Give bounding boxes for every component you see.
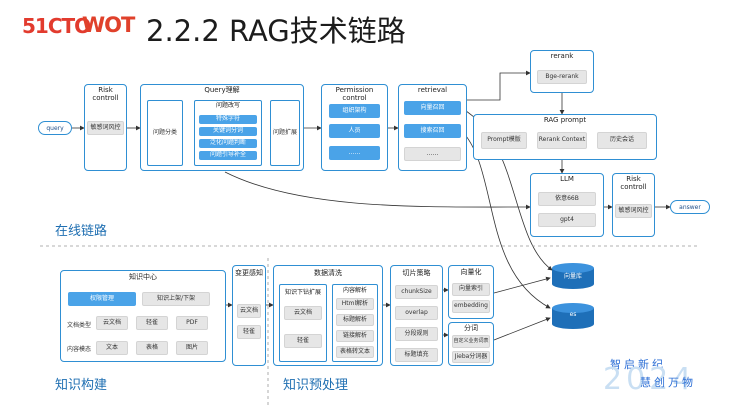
chunking-item-size: chunkSize xyxy=(395,285,438,299)
section-online: 在线链路 xyxy=(55,224,108,239)
content-parse-title: 内容解析 xyxy=(342,287,367,294)
doc-type-label: 文档类型 xyxy=(67,322,92,329)
doc-type-yuque: 轻雀 xyxy=(136,316,168,330)
vector-db-icon xyxy=(552,263,594,289)
drill-expand-box xyxy=(279,284,327,362)
risk-control-title: Risk controll xyxy=(92,86,119,102)
query-pill: query xyxy=(38,121,72,135)
logo-51cto: 51CTO xyxy=(22,14,91,38)
permission-item-org: 组织架构 xyxy=(329,104,380,118)
chunking-item-rules: 分段规则 xyxy=(395,327,438,341)
retrieval-item-search: 搜索召回 xyxy=(404,124,461,138)
retrieval-item-more: …… xyxy=(404,147,461,161)
question-classify: 问题分类 xyxy=(147,100,183,166)
data-cleaning-title: 数据清洗 xyxy=(314,269,342,277)
rewrite-item-keyword-seg: 关键词分词 xyxy=(199,127,257,136)
rerank-item: Bge-rerank xyxy=(537,70,587,84)
retrieval-item-vector: 向量召回 xyxy=(404,101,461,115)
sensitive-word-item: 敏感词风控 xyxy=(87,121,124,135)
content-type-table: 表格 xyxy=(136,341,168,355)
drill-expand-title: 知识下钻扩展 xyxy=(284,289,321,296)
question-rewrite-title: 问题改写 xyxy=(215,102,240,109)
llm-title: LLM xyxy=(560,175,574,183)
logo-wot: WOT xyxy=(82,13,135,37)
change-item-cloud: 云文档 xyxy=(237,304,261,318)
vectorize-item-index: 向量索引 xyxy=(452,283,490,296)
parse-item-link: 链接解析 xyxy=(336,330,374,342)
risk-control-output-title: Risk controll xyxy=(620,175,647,191)
doc-type-pdf: PDF xyxy=(176,316,208,330)
parse-item-table: 表格转文本 xyxy=(336,346,374,358)
section-preprocess: 知识预处理 xyxy=(283,378,349,393)
section-kb-build: 知识构建 xyxy=(55,378,108,393)
vectorize-item-embedding: embedding xyxy=(452,300,490,313)
permission-item-more: …… xyxy=(329,146,380,160)
question-expand: 问题扩展 xyxy=(270,100,300,166)
es-db-label: es xyxy=(569,311,577,318)
parse-item-html: Html解析 xyxy=(336,298,374,310)
tokenize-title: 分词 xyxy=(464,324,478,332)
header: 51CTO WOT 2.2.2 RAG技术链路 xyxy=(0,0,740,52)
chunking-title: 切片策略 xyxy=(402,269,431,277)
knowledge-center-title: 知识中心 xyxy=(129,273,157,281)
rewrite-item-guide-complete: 问题引导补全 xyxy=(199,151,257,160)
chunking-item-overlap: overlap xyxy=(395,306,438,320)
vectorize-title: 向量化 xyxy=(460,268,482,276)
permission-control-title: Permission control xyxy=(335,86,374,102)
brand-year: 2024 xyxy=(603,362,696,397)
query-understanding-title: Query理解 xyxy=(204,86,240,94)
permission-item-people: 人员 xyxy=(329,124,380,138)
tokenize-item-jieba: Jieba分词器 xyxy=(452,351,490,363)
content-type-image: 图片 xyxy=(176,341,208,355)
drill-item-cloud: 云文档 xyxy=(284,306,322,320)
page-title: 2.2.2 RAG技术链路 xyxy=(146,14,406,48)
drill-item-yuque: 轻雀 xyxy=(284,334,322,348)
brand-line-1: 智启新纪 xyxy=(610,358,666,371)
rewrite-item-generalize: 泛化问题判断 xyxy=(199,139,257,148)
llm-item-gpt4: gpt4 xyxy=(538,213,596,227)
risk-control-output-item: 敏感词风控 xyxy=(615,204,652,218)
rag-prompt-history: 历史会话 xyxy=(597,132,647,149)
chunking-item-title-fill: 标题填充 xyxy=(395,348,438,362)
content-modality-label: 内容模态 xyxy=(67,346,92,353)
retrieval-title: retrieval xyxy=(417,86,448,94)
tokenize-item-dict: 自定义业务词表 xyxy=(452,335,490,348)
parse-item-title: 标题解析 xyxy=(336,314,374,326)
brand-line-2: 慧创万物 xyxy=(640,376,696,389)
change-item-yuque: 轻雀 xyxy=(237,325,261,339)
rag-prompt-title: RAG prompt xyxy=(543,116,587,124)
vector-db-label: 向量库 xyxy=(563,273,582,280)
knowledge-upload-button[interactable]: 知识上架/下架 xyxy=(142,292,210,306)
rag-prompt-rerank-context: Rerank Context xyxy=(537,132,587,149)
rewrite-item-special-chars: 特殊字符 xyxy=(199,115,257,124)
rerank-title: rerank xyxy=(550,52,574,60)
llm-item-66b: 依意66B xyxy=(538,192,596,206)
change-detect-title: 变更感知 xyxy=(235,269,263,277)
permission-manage-button[interactable]: 权限管理 xyxy=(68,292,136,306)
es-db-icon xyxy=(552,303,594,329)
content-type-text: 文本 xyxy=(96,341,128,355)
answer-pill: answer xyxy=(670,200,710,214)
rag-prompt-template: Prompt模版 xyxy=(481,132,527,149)
doc-type-cloud: 云文档 xyxy=(96,316,128,330)
